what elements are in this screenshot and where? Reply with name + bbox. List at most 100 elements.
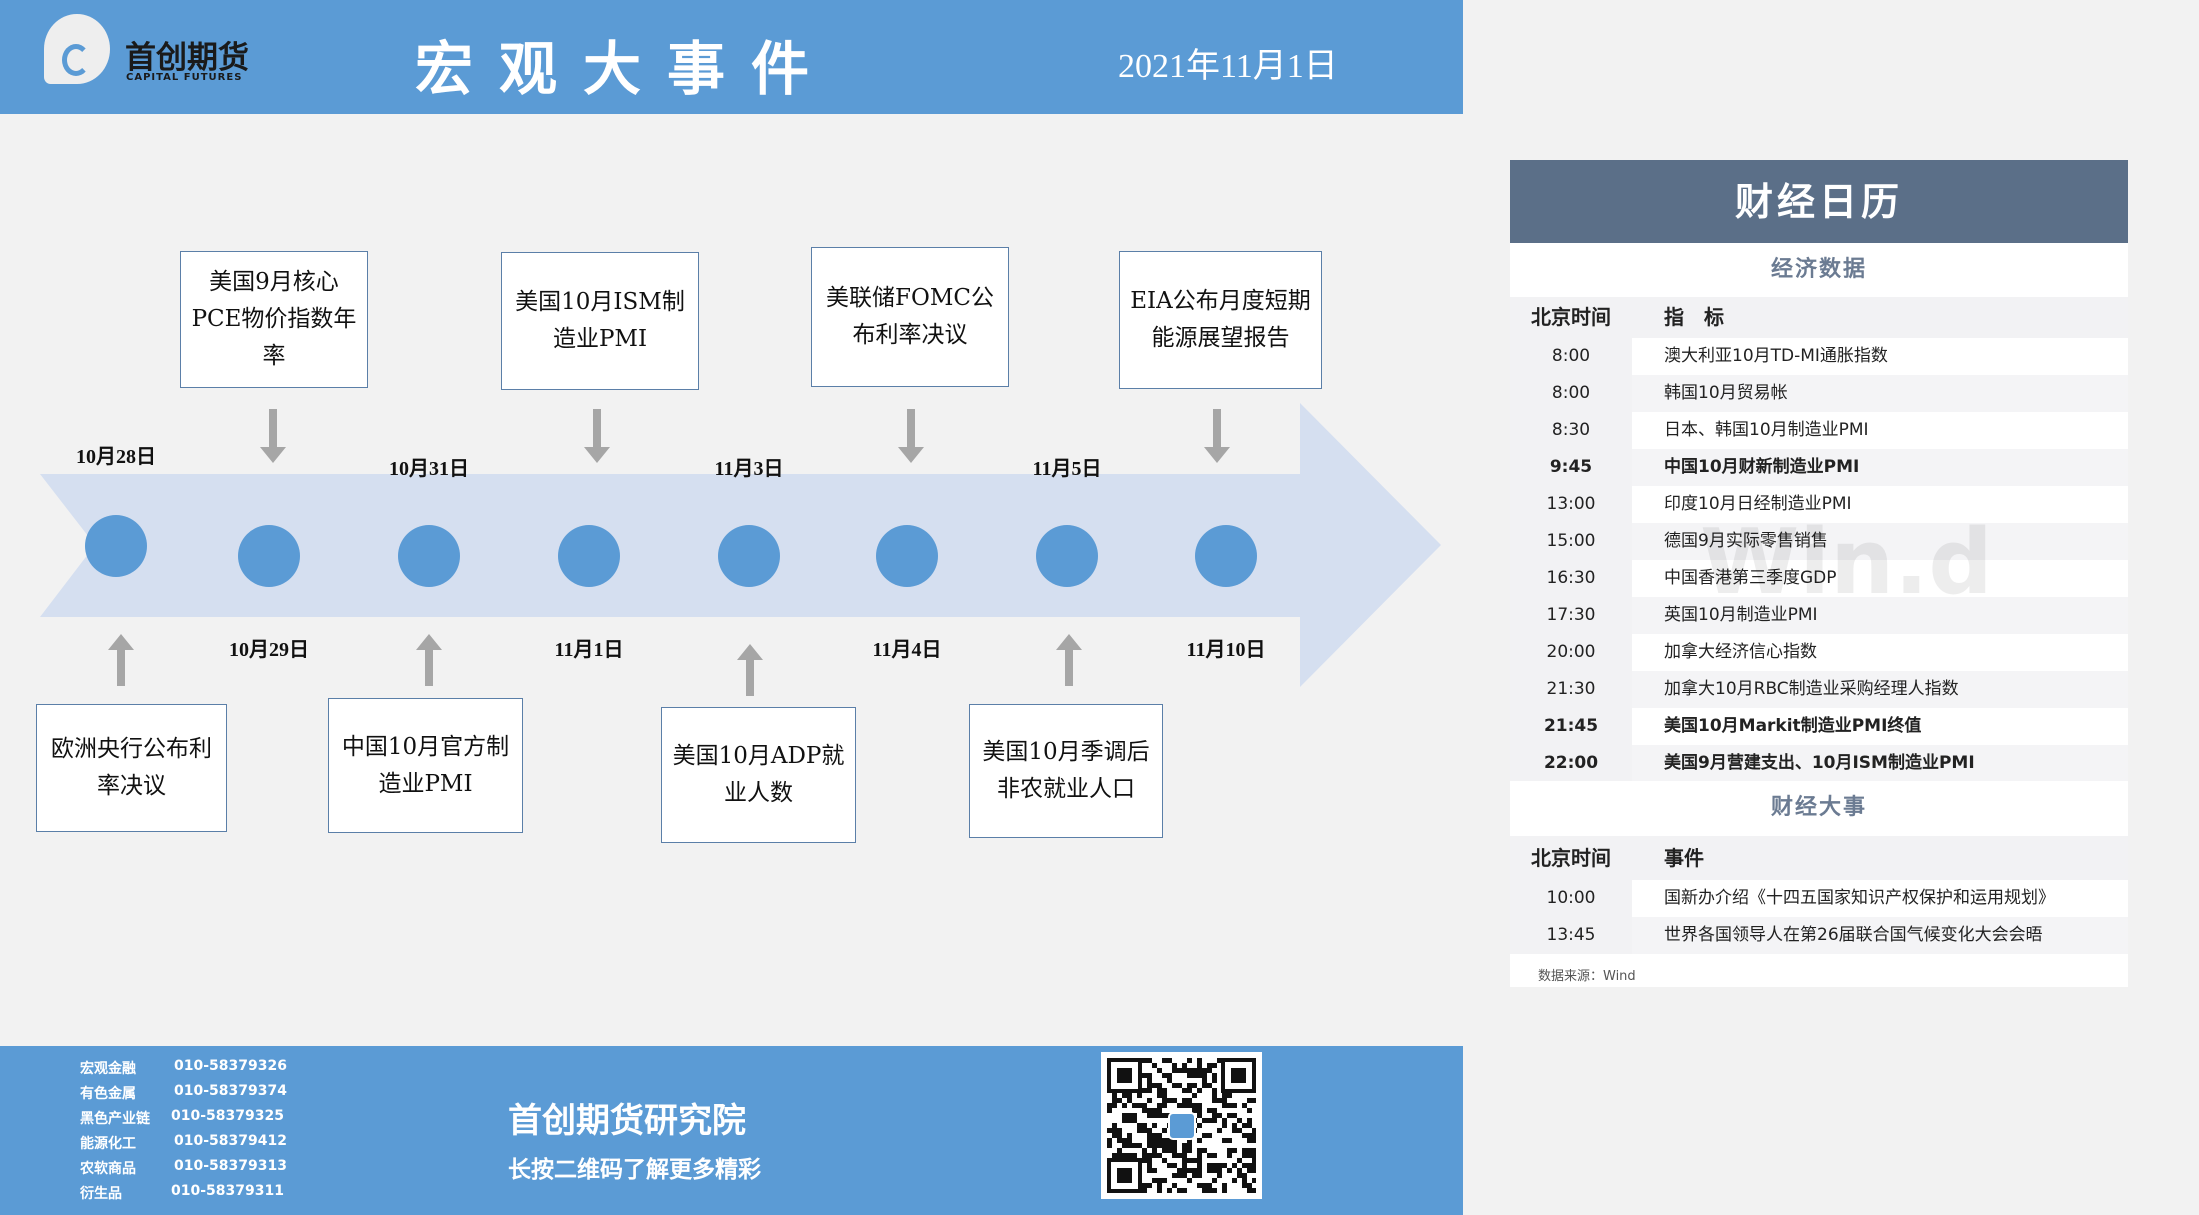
econ-row-item: 澳大利亚10月TD-MI通胀指数 xyxy=(1664,346,1888,366)
timeline-node xyxy=(85,515,147,577)
econ-row-time: 16:30 xyxy=(1510,560,1632,597)
up-arrow-icon xyxy=(1056,634,1082,686)
econ-row-item: 美国10月Markit制造业PMI终值 xyxy=(1664,716,1922,736)
econ-row-time: 15:00 xyxy=(1510,523,1632,560)
econ-row-time: 20:00 xyxy=(1510,634,1632,671)
event-row-item: 世界各国领导人在第26届联合国气候变化大会会晤 xyxy=(1664,925,2043,945)
econ-row: 21:30 加拿大10月RBC制造业采购经理人指数 xyxy=(1510,671,2128,708)
contact-phone: 010-58379311 xyxy=(171,1183,284,1199)
econ-row: 13:00 印度10月日经制造业PMI xyxy=(1510,486,2128,523)
institute-tagline: 长按二维码了解更多精彩 xyxy=(508,1157,761,1183)
econ-header-time: 北京时间 xyxy=(1510,297,1632,338)
econ-row: 8:00 澳大利亚10月TD-MI通胀指数 xyxy=(1510,338,2128,375)
timeline-date: 11月4日 xyxy=(872,639,942,661)
event-box-bottom: 美国10月ADP就业人数 xyxy=(661,707,856,843)
watermark: Win.d xyxy=(1700,510,1993,615)
up-arrow-icon xyxy=(737,644,763,696)
section-major-events: 财经大事 xyxy=(1510,781,2128,835)
contact-dept: 衍生品 xyxy=(80,1186,122,1202)
events-header-time: 北京时间 xyxy=(1510,836,1632,880)
econ-row-item: 韩国10月贸易帐 xyxy=(1664,383,1788,403)
event-box-bottom: 欧洲央行公布利率决议 xyxy=(36,704,227,832)
event-box-top: 美国10月ISM制造业PMI xyxy=(501,252,699,390)
econ-row-time: 8:00 xyxy=(1510,375,1632,412)
contact-phone: 010-58379412 xyxy=(174,1133,287,1149)
econ-row: 8:30 日本、韩国10月制造业PMI xyxy=(1510,412,2128,449)
down-arrow-icon xyxy=(898,409,924,463)
contact-phone: 010-58379374 xyxy=(174,1083,287,1099)
econ-row-item: 美国9月营建支出、10月ISM制造业PMI xyxy=(1664,753,1975,773)
econ-row-item: 中国10月财新制造业PMI xyxy=(1664,457,1860,477)
contact-phone: 010-58379313 xyxy=(174,1158,287,1174)
econ-row-time: 8:00 xyxy=(1510,338,1632,375)
logo-text-en: CAPITAL FUTURES xyxy=(126,72,243,83)
econ-row: 16:30 中国香港第三季度GDP xyxy=(1510,560,2128,597)
timeline-date: 10月29日 xyxy=(229,639,309,661)
econ-row: 9:45 中国10月财新制造业PMI xyxy=(1510,449,2128,486)
event-row-time: 13:45 xyxy=(1510,917,1632,954)
timeline-node xyxy=(876,525,938,587)
timeline-date: 11月1日 xyxy=(554,639,624,661)
timeline-node xyxy=(238,525,300,587)
econ-header-item: 指 标 xyxy=(1664,305,1724,329)
contact-phone: 010-58379326 xyxy=(174,1058,287,1074)
econ-row-item: 英国10月制造业PMI xyxy=(1664,605,1818,625)
event-box-bottom: 美国10月季调后非农就业人口 xyxy=(969,704,1163,838)
qr-code-icon xyxy=(1107,1058,1257,1193)
header-banner: 首创期货 CAPITAL FUTURES 宏观大事件 2021年11月1日 xyxy=(0,0,1463,114)
contact-dept: 黑色产业链 xyxy=(80,1111,150,1127)
econ-row-item: 中国香港第三季度GDP xyxy=(1664,568,1837,588)
events-header: 北京时间 事件 xyxy=(1510,836,2128,880)
timeline-node xyxy=(1195,525,1257,587)
event-box-top: 美联储FOMC公布利率决议 xyxy=(811,247,1009,387)
econ-row-time: 17:30 xyxy=(1510,597,1632,634)
timeline-arrow xyxy=(40,403,1441,687)
event-box-bottom: 中国10月官方制造业PMI xyxy=(328,698,523,833)
timeline-date: 10月28日 xyxy=(76,446,156,468)
timeline-date: 11月3日 xyxy=(714,458,784,480)
econ-row-time: 8:30 xyxy=(1510,412,1632,449)
up-arrow-icon xyxy=(416,634,442,686)
econ-row-item: 加拿大经济信心指数 xyxy=(1664,642,1817,662)
event-row-time: 10:00 xyxy=(1510,880,1632,917)
econ-row-time: 13:00 xyxy=(1510,486,1632,523)
contact-phone: 010-58379325 xyxy=(171,1108,284,1124)
capital-futures-logo-icon xyxy=(44,14,110,84)
timeline-node xyxy=(558,525,620,587)
econ-row: 15:00 德国9月实际零售销售 xyxy=(1510,523,2128,560)
up-arrow-icon xyxy=(108,634,134,686)
contact-dept: 宏观金融 xyxy=(80,1061,136,1077)
econ-row: 8:00 韩国10月贸易帐 xyxy=(1510,375,2128,412)
down-arrow-icon xyxy=(260,409,286,463)
institute-name: 首创期货研究院 xyxy=(508,1101,746,1141)
econ-header: 北京时间 指 标 xyxy=(1510,297,2128,338)
report-date: 2021年11月1日 xyxy=(1118,48,1338,85)
timeline-date: 10月31日 xyxy=(389,458,469,480)
event-box-top: 美国9月核心PCE物价指数年率 xyxy=(180,251,368,388)
section-econ-data: 经济数据 xyxy=(1510,243,2128,297)
contact-dept: 有色金属 xyxy=(80,1086,136,1102)
econ-row: 20:00 加拿大经济信心指数 xyxy=(1510,634,2128,671)
qr-code[interactable] xyxy=(1101,1052,1262,1199)
econ-row-item: 加拿大10月RBC制造业采购经理人指数 xyxy=(1664,679,1959,699)
event-box-top: EIA公布月度短期能源展望报告 xyxy=(1119,251,1322,389)
econ-row-time: 21:30 xyxy=(1510,671,1632,708)
econ-row-item: 日本、韩国10月制造业PMI xyxy=(1664,420,1869,440)
timeline-node xyxy=(398,525,460,587)
econ-row-time: 9:45 xyxy=(1510,449,1632,486)
data-source: 数据来源：Wind xyxy=(1538,969,1636,984)
contact-dept: 能源化工 xyxy=(80,1136,136,1152)
down-arrow-icon xyxy=(584,409,610,463)
timeline-node xyxy=(1036,525,1098,587)
econ-row-time: 21:45 xyxy=(1510,708,1632,745)
timeline-date: 11月10日 xyxy=(1186,639,1266,661)
econ-row-item: 印度10月日经制造业PMI xyxy=(1664,494,1852,514)
events-header-item: 事件 xyxy=(1664,846,1704,870)
econ-row: 21:45 美国10月Markit制造业PMI终值 xyxy=(1510,708,2128,745)
contact-dept: 农软商品 xyxy=(80,1161,136,1177)
econ-row-item: 德国9月实际零售销售 xyxy=(1664,531,1828,551)
event-row: 13:45 世界各国领导人在第26届联合国气候变化大会会晤 xyxy=(1510,917,2128,954)
